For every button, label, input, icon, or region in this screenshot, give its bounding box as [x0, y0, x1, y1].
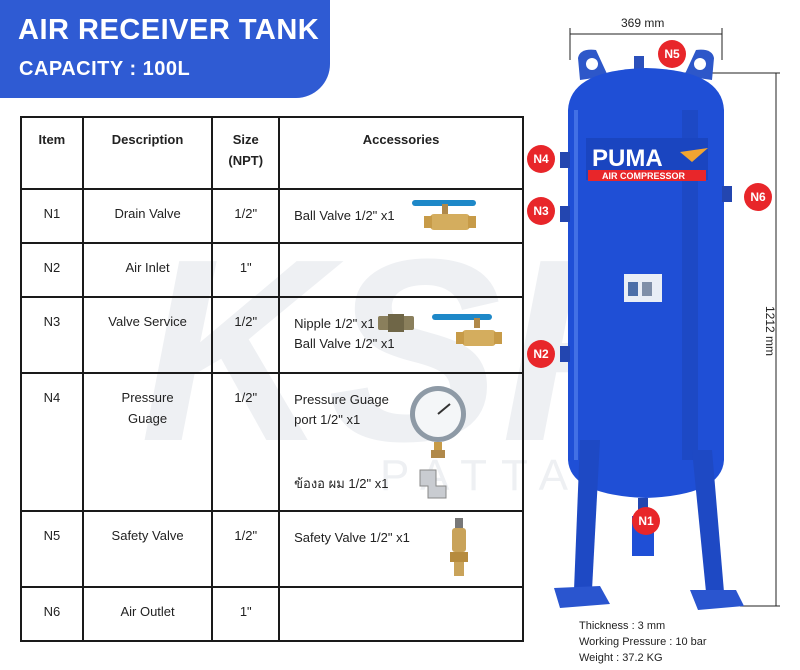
tag-n5: N5 [658, 40, 686, 68]
cell-accessories: Safety Valve 1/2" x1 [278, 510, 524, 588]
cell-accessories [278, 586, 524, 642]
accessory-text: port 1/2" x1 [294, 412, 361, 427]
tag-n1: N1 [632, 507, 660, 535]
tag-n3: N3 [527, 197, 555, 225]
cell-item: N3 [20, 296, 84, 374]
brand-subtitle: AIR COMPRESSOR [602, 171, 686, 181]
elbow-fitting-image [419, 469, 447, 499]
nipple-image [378, 314, 415, 332]
cell-accessories: Pressure Guage port 1/2" x1 ข้องอ ผม 1/2… [278, 372, 524, 512]
table-header-row: Item Description Size (NPT) Accessories [20, 116, 524, 190]
cell-description: Air Outlet [81, 586, 214, 642]
cell-item: N2 [20, 242, 84, 298]
cell-size: 1/2" [211, 188, 281, 244]
pressure-spec: Working Pressure : 10 bar [579, 636, 707, 648]
table-row: N4 Pressure Guage 1/2" Pressure Guage po… [20, 372, 524, 512]
table-row: N1 Drain Valve 1/2" Ball Valve 1/2" x1 [20, 188, 524, 244]
tag-n6: N6 [744, 183, 772, 211]
cell-size: 1/2" [211, 372, 281, 512]
title-banner: AIR RECEIVER TANK CAPACITY : 100L [0, 0, 330, 98]
cell-size: 1/2" [211, 510, 281, 588]
page-title: AIR RECEIVER TANK [18, 14, 320, 46]
cell-description: Pressure Guage [81, 372, 214, 512]
cell-item: N1 [20, 188, 84, 244]
header-item: Item [20, 116, 84, 190]
cell-item: N5 [20, 510, 84, 588]
spec-table: Item Description Size (NPT) Accessories … [20, 116, 524, 642]
cell-size: 1" [211, 586, 281, 642]
description-line: Pressure [121, 390, 174, 405]
description-line: Guage [128, 411, 168, 426]
tank-illustration: PUMA AIR COMPRESSOR [554, 28, 780, 610]
accessory-text: Pressure Guage [294, 392, 389, 407]
table-row: N6 Air Outlet 1" [20, 586, 524, 642]
cell-description: Valve Service [81, 296, 214, 374]
accessory-text: Ball Valve 1/2" x1 [294, 208, 395, 223]
safety-valve-image [450, 518, 469, 576]
cell-description: Drain Valve [81, 188, 214, 244]
header-size: Size (NPT) [211, 116, 281, 190]
cell-size: 1/2" [211, 296, 281, 374]
header-accessories: Accessories [278, 116, 524, 190]
cell-item: N4 [20, 372, 84, 512]
cell-description: Safety Valve [81, 510, 214, 588]
capacity-label: CAPACITY : 100L [19, 58, 191, 80]
cell-size: 1" [211, 242, 281, 298]
table-row: N2 Air Inlet 1" [20, 242, 524, 298]
ball-valve-image [412, 200, 477, 230]
accessory-text: Ball Valve 1/2" x1 [294, 336, 395, 351]
cell-accessories [278, 242, 524, 298]
table-row: N5 Safety Valve 1/2" Safety Valve 1/2" x… [20, 510, 524, 588]
weight-spec: Weight : 37.2 KG [579, 652, 663, 664]
cell-description: Air Inlet [81, 242, 214, 298]
thickness-spec: Thickness : 3 mm [579, 620, 666, 632]
height-dimension: 1212 mm [763, 306, 777, 357]
accessory-text: ข้องอ ผม 1/2" x1 [294, 476, 389, 491]
cell-accessories: Nipple 1/2" x1 Ball Valve 1/2" x1 [278, 296, 524, 374]
cell-item: N6 [20, 586, 84, 642]
cell-accessories: Ball Valve 1/2" x1 [278, 188, 524, 244]
header-size-line1: Size [232, 132, 259, 147]
ball-valve-image [432, 314, 503, 346]
tag-n2: N2 [527, 340, 555, 368]
header-size-line2: (NPT) [228, 153, 264, 168]
tank-specs: Thickness : 3 mm Working Pressure : 10 b… [579, 618, 707, 666]
tag-n4: N4 [527, 145, 555, 173]
accessory-text: Nipple 1/2" x1 [294, 316, 375, 331]
header-description: Description [81, 116, 214, 190]
accessory-text: Safety Valve 1/2" x1 [294, 530, 410, 545]
brand-logo: PUMA [592, 145, 663, 172]
pressure-gauge-image [410, 386, 467, 458]
width-dimension: 369 mm [621, 16, 665, 30]
table-row: N3 Valve Service 1/2" Nipple 1/2" x1 Bal… [20, 296, 524, 374]
